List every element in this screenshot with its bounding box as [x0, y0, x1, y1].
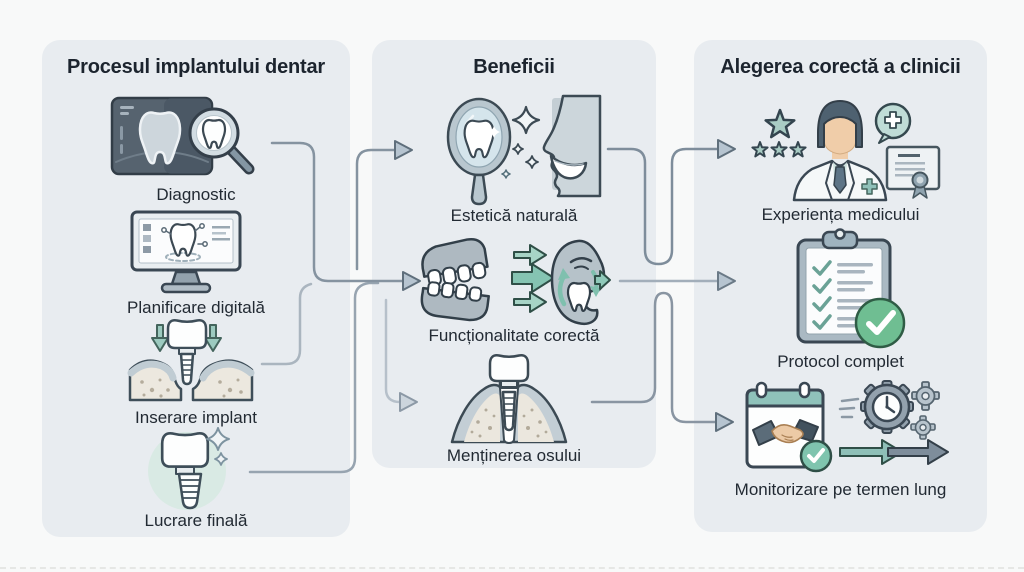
clipboard-checklist-icon	[795, 228, 907, 352]
item-label-functionality: Funcționalitate corectă	[428, 326, 600, 345]
item-label-diagnostic: Diagnostic	[156, 185, 236, 204]
final-crown-icon	[145, 425, 237, 519]
doctor-stars-certificate-icon	[748, 95, 958, 202]
panel-clinic-choice: Alegerea corectă a clinicii	[694, 40, 987, 532]
item-label-final-work: Lucrare finală	[144, 511, 248, 530]
xray-magnifier-icon	[108, 96, 258, 182]
item-label-bone: Menținerea osului	[446, 446, 582, 465]
item-label-monitoring: Monitorizare pe termen lung	[734, 480, 947, 499]
item-label-experience: Experiența medicului	[761, 205, 920, 224]
panel-title: Beneficii	[473, 56, 555, 78]
item-label-aesthetics: Estetică naturală	[450, 206, 578, 225]
panel-title: Procesul implantului dentar	[67, 56, 325, 78]
panel-title: Alegerea corectă a clinicii	[720, 56, 961, 78]
item-label-planning: Planificare digitală	[127, 298, 265, 317]
item-label-insertion: Inserare implant	[135, 408, 257, 427]
bone-implant-icon	[450, 352, 568, 444]
panel-implant-process: Procesul implantului dentar	[42, 40, 350, 537]
panel-benefits: Beneficii E	[372, 40, 656, 468]
jaws-chewing-icon	[418, 237, 614, 328]
footer-dashed-line	[0, 567, 1024, 569]
mirror-smile-icon	[444, 92, 606, 210]
implant-insertion-icon	[127, 318, 255, 402]
monitor-tooth-icon	[130, 210, 242, 296]
item-label-protocol: Protocol complet	[777, 352, 904, 371]
calendar-handshake-gears-icon	[742, 378, 957, 475]
